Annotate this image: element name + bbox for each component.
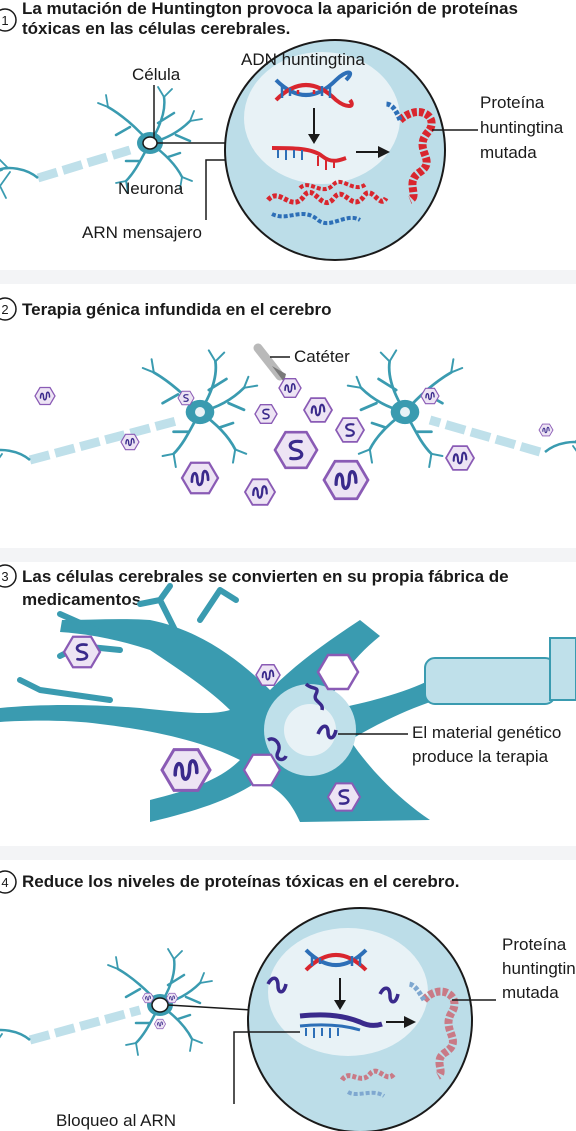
separator-2 xyxy=(0,548,576,562)
reduced-protein xyxy=(339,981,459,1098)
nucleus-zoom-4 xyxy=(247,907,473,1131)
section-1: 1 La mutación de Huntington provoca la a… xyxy=(0,0,564,261)
mutated-protein xyxy=(385,101,436,204)
label-protein-line-2: huntingtina xyxy=(480,118,564,137)
label-material-line-1: El material genético xyxy=(412,723,561,742)
neuron-diagram-4 xyxy=(0,947,214,1062)
label-block: Bloqueo al ARN xyxy=(56,1111,176,1130)
label-dna: ADN huntingtina xyxy=(241,50,365,69)
section-3-number: 3 xyxy=(1,569,8,584)
label-catheter: Catéter xyxy=(294,347,350,366)
section-4: 4 Reduce los niveles de proteínas tóxica… xyxy=(0,870,576,1131)
section-2: 2 Terapia génica infundida en el cerebro… xyxy=(0,297,576,506)
section-2-title: Terapia génica infundida en el cerebro xyxy=(22,300,332,319)
nucleus-zoom-1 xyxy=(224,39,446,261)
tangled-protein xyxy=(266,180,389,226)
section-3-number-badge xyxy=(0,564,17,588)
section-3-title-line-1: Las células cerebrales se convierten en … xyxy=(22,567,509,586)
section-2-number-badge xyxy=(0,297,17,321)
label-mrna: ARN mensajero xyxy=(82,223,202,242)
label-protein-4-line-3: mutada xyxy=(502,983,559,1002)
label-material-line-2: produce la terapia xyxy=(412,747,549,766)
section-3-title-line-2: medicamentos. xyxy=(22,590,146,609)
label-protein-4-line-1: Proteína xyxy=(502,935,567,954)
label-protein-line-3: mutada xyxy=(480,143,537,162)
section-2-number: 2 xyxy=(1,302,8,317)
neuron-diagram-2 xyxy=(0,349,576,482)
zoom-line-4 xyxy=(167,1004,253,1011)
separator-3 xyxy=(0,846,576,860)
dna-helix-4 xyxy=(304,948,368,972)
block-pointer xyxy=(233,1031,300,1104)
catheter xyxy=(253,343,290,382)
label-protein-4-line-2: huntingtina xyxy=(502,959,576,978)
section-4-number-badge xyxy=(0,870,17,894)
label-neuron: Neurona xyxy=(118,179,184,198)
section-4-title: Reduce los niveles de proteínas tóxicas … xyxy=(22,872,459,891)
dna-helix xyxy=(274,70,354,108)
separator-1 xyxy=(0,270,576,284)
label-cell: Célula xyxy=(132,65,181,84)
section-1-title-line-1: La mutación de Huntington provoca la apa… xyxy=(22,0,518,18)
section-3: 3 Las células cerebrales se convierten e… xyxy=(0,564,576,822)
section-1-number-badge xyxy=(0,8,17,32)
section-1-number: 1 xyxy=(1,13,8,28)
label-protein-line-1: Proteína xyxy=(480,93,545,112)
large-neuron xyxy=(0,583,576,822)
section-4-number: 4 xyxy=(1,875,8,890)
therapy-particles-section-3 xyxy=(62,635,362,812)
mrna-strand xyxy=(271,146,347,170)
blocked-mrna xyxy=(299,1012,383,1038)
section-1-title-line-2: tóxicas en las células cerebrales. xyxy=(22,19,290,38)
